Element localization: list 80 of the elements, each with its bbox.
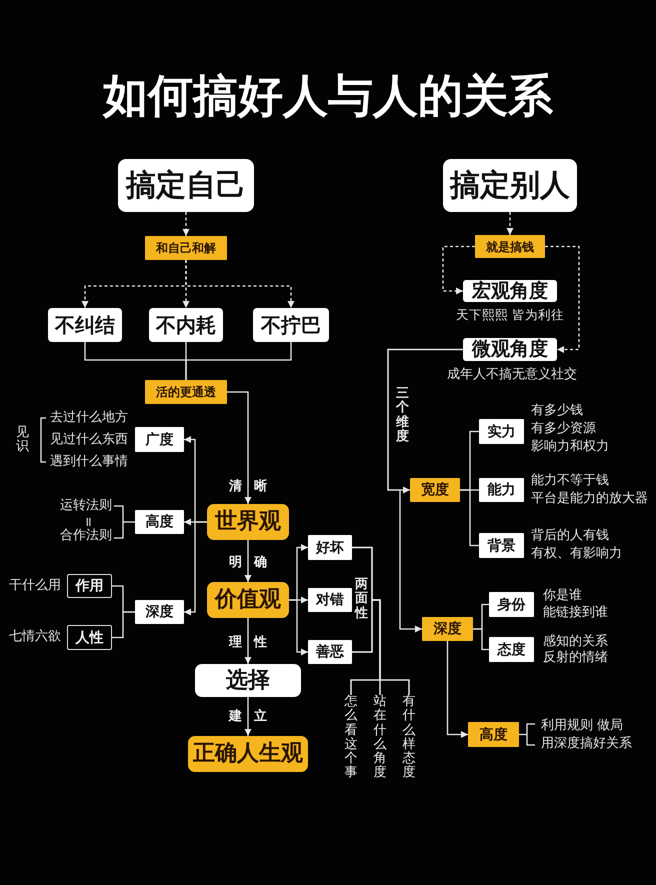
dashed-arrow xyxy=(182,212,190,236)
caption-text: 成年人不搞无意义社交 xyxy=(447,367,577,383)
vertical-caption: 见识 xyxy=(16,426,29,455)
vertical-label: 三个维度 xyxy=(396,387,409,444)
term-box: 对错 xyxy=(308,588,352,612)
caption-text: 能链接到谁 xyxy=(543,605,608,621)
outlined-box: 作用 xyxy=(67,574,112,598)
arrow xyxy=(227,391,252,504)
connector-line xyxy=(185,342,292,380)
caption-text: 感知的关系 xyxy=(543,634,608,650)
highlight-tag: 和自己和解 xyxy=(145,236,227,260)
dashed-arrow xyxy=(185,260,294,308)
arrow xyxy=(446,641,468,738)
caption-text: 反射的情绪 xyxy=(543,650,608,666)
equals-sign: = xyxy=(82,516,94,528)
caption-text: 天下熙熙 皆为利往 xyxy=(456,307,564,322)
term-box: 实力 xyxy=(479,419,524,444)
topic-box: 宏观角度 xyxy=(463,280,557,302)
term-box: 高度 xyxy=(135,510,184,534)
arrow xyxy=(289,599,308,656)
connector-line xyxy=(473,628,489,650)
topic-box: 不纠结 xyxy=(48,308,122,342)
vertical-label: 两面性 xyxy=(355,578,368,621)
arrow xyxy=(244,697,252,736)
topic-box: 不拧巴 xyxy=(253,308,329,342)
connector-line xyxy=(460,489,479,546)
term-box: 背景 xyxy=(479,533,524,558)
term-box: 深度 xyxy=(135,600,184,624)
concept-box: 世界观 xyxy=(207,504,289,540)
term-box: 能力 xyxy=(479,478,524,502)
highlight-tag: 活的更通透 xyxy=(145,380,227,404)
arrow xyxy=(244,540,252,582)
dashed-arrow xyxy=(506,212,514,235)
dimension-tag: 宽度 xyxy=(410,478,460,502)
concept-box: 正确人生观 xyxy=(188,736,308,772)
vertical-text: 有什么样态度 xyxy=(402,695,416,781)
caption-text: 七情六欲 xyxy=(9,629,61,645)
concept-box: 选择 xyxy=(195,664,301,697)
term-box: 身份 xyxy=(489,592,534,617)
concept-box: 价值观 xyxy=(207,582,289,618)
term-box: 善恶 xyxy=(308,640,352,664)
term-box: 好坏 xyxy=(308,535,352,560)
dashed-arrow xyxy=(442,246,475,294)
caption-text: 能力不等于钱 xyxy=(531,473,609,489)
caption-text: 遇到什么事情 xyxy=(50,454,128,470)
dimension-tag: 高度 xyxy=(468,722,519,747)
vertical-text: 站在什么角度 xyxy=(374,695,386,781)
dimension-tag: 深度 xyxy=(422,617,473,641)
caption-text: 有权、有影响力 xyxy=(531,546,622,562)
edge-label: 清晰 xyxy=(229,479,279,495)
caption-text: 见过什么东西 xyxy=(50,432,128,448)
caption-text: 合作法则 xyxy=(60,528,112,544)
connector-line xyxy=(112,611,135,638)
caption-text: 有多少钱 xyxy=(531,403,583,419)
dashed-arrow xyxy=(545,246,580,353)
caption-text: 运转法则 xyxy=(60,498,112,514)
term-box: 广度 xyxy=(135,427,184,452)
edge-label: 建立 xyxy=(229,709,279,725)
title: 如何搞好人与人的关系 xyxy=(103,70,553,122)
caption-text: 用深度搞好关系 xyxy=(541,736,632,752)
heading-box: 搞定自己 xyxy=(118,159,254,212)
outlined-box: 人性 xyxy=(67,625,112,650)
caption-text: 利用规则 做局 xyxy=(541,718,624,734)
arrow xyxy=(184,521,207,616)
caption-text: 有多少资源 xyxy=(531,421,596,437)
term-box: 态度 xyxy=(489,637,534,662)
caption-text: 背后的人有钱 xyxy=(531,528,609,544)
edge-label: 明确 xyxy=(229,555,279,571)
heading-box: 搞定别人 xyxy=(443,159,577,212)
caption-text: 你是谁 xyxy=(543,588,582,604)
caption-text: 去过什么地方 xyxy=(50,410,128,426)
arrow xyxy=(387,348,463,632)
caption-text: 平台是能力的放大器 xyxy=(531,491,648,507)
topic-box: 微观角度 xyxy=(463,338,557,361)
highlight-tag: 就是搞钱 xyxy=(475,235,545,258)
vertical-text: 怎么看这个事 xyxy=(344,695,358,781)
caption-text: 干什么用 xyxy=(9,578,61,594)
connector-line xyxy=(352,599,410,695)
caption-text: 影响力和权力 xyxy=(531,439,609,455)
topic-box: 不内耗 xyxy=(149,308,223,342)
